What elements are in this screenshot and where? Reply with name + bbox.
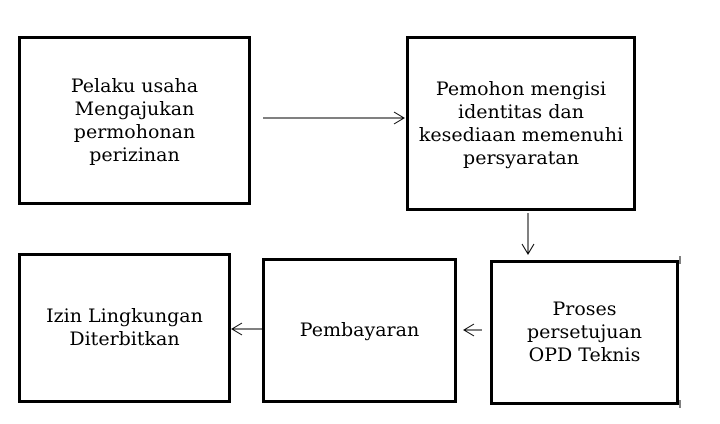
arrow-step3-to-step4 [463,323,482,337]
step-box-4: Pembayaran [262,258,457,403]
step-label-2: Pemohon mengisi identitas dan kesediaan … [418,77,624,169]
arrow-step1-to-step2 [263,111,405,125]
step-box-5: Izin Lingkungan Diterbitkan [18,253,231,403]
step-label-5: Izin Lingkungan Diterbitkan [46,305,203,350]
step-label-3: Proses persetujuan OPD Teknis [526,298,643,366]
arrow-step4-to-step5 [231,322,263,336]
step-label-4: Pembayaran [299,319,420,341]
step-label-1: Pelaku usaha Mengajukan permohonan periz… [70,74,199,166]
step-box-2: Pemohon mengisi identitas dan kesediaan … [406,36,636,211]
arrow-step2-to-step3 [521,213,535,255]
step-box-3: Proses persetujuan OPD Teknis [490,260,679,405]
step-box-1: Pelaku usaha Mengajukan permohonan periz… [18,36,251,205]
